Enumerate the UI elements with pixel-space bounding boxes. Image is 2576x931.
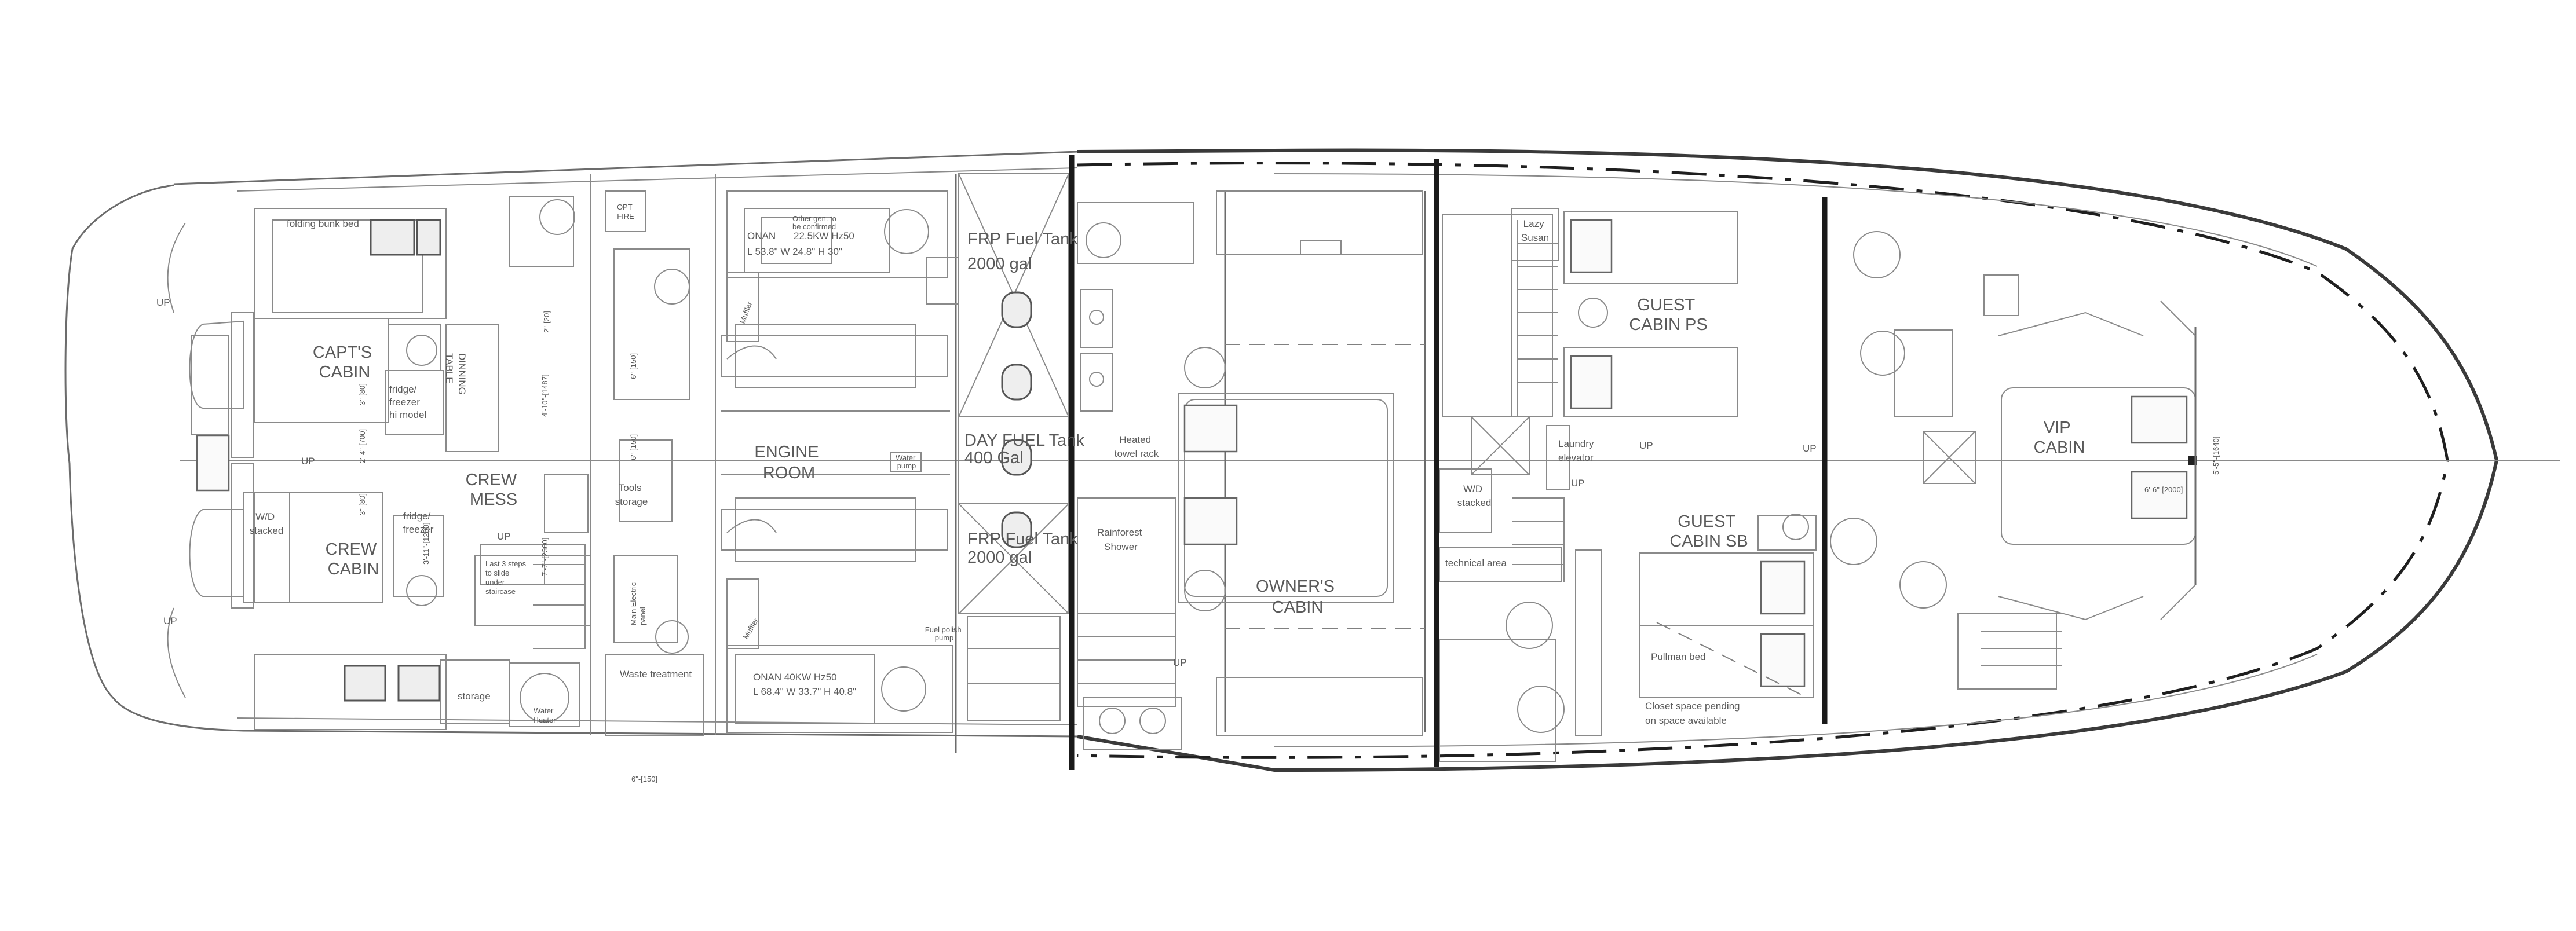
label-up: UP: [301, 456, 315, 467]
label-crew-cabin: CREW CABIN: [326, 540, 382, 578]
dim-1200: 3'-11"-[1200]: [422, 522, 430, 565]
dim-700: 2'-4"-[700]: [358, 429, 367, 463]
label-up: UP: [156, 297, 170, 308]
label-main-electric: Main Electric panel: [629, 580, 647, 625]
label-fuel-tank-bottom: FRP Fuel Tank 2000 gal: [967, 530, 1083, 567]
dim-150-top: 6"-[150]: [629, 353, 638, 379]
label-capts-cabin: CAPT'S CABIN: [313, 343, 377, 382]
crew-area: [167, 196, 591, 730]
label-vip-cabin: VIP CABIN: [2034, 419, 2085, 457]
label-fuel-polish: Fuel polish pump: [925, 625, 964, 642]
bulkheads: [590, 155, 1828, 770]
centerline: [180, 456, 2560, 465]
dim-2300: 7'-7"-[2300]: [540, 538, 549, 576]
dim-150-bottom: 6"-[150]: [631, 775, 657, 783]
dim-150-mid: 6"-[150]: [629, 434, 638, 460]
dim-1640: 5'-5"-[1640]: [2212, 437, 2220, 475]
label-laundry-elevator: Laundry elevator: [1558, 438, 1596, 463]
label-crew-mess: CREW MESS: [466, 471, 522, 509]
label-generator-bottom: ONAN 40KW Hz50 L 68.4" W 33.7" H 40.8": [753, 672, 856, 697]
dim-20-top: 2"-[20]: [542, 311, 551, 333]
dim-1487: 4'-10"-[1487]: [540, 374, 549, 417]
label-generator-top-note: Other gen. to be confirmed: [792, 214, 839, 231]
label-up: UP: [497, 531, 511, 542]
owners-suite: [1077, 190, 1425, 750]
label-folding-bunk-bed: folding bunk bed: [287, 218, 359, 229]
room-labels: folding bunk bed CAPT'S CABIN fridge/ fr…: [250, 203, 2085, 726]
dimension-labels: 2"-[20] 6"-[150] 4'-10"-[1487] 3"-[80] 2…: [358, 311, 2220, 783]
label-up: UP: [1173, 657, 1187, 668]
label-day-fuel-tank: DAY FUEL Tank 400 Gal: [964, 431, 1089, 467]
dim-2000: 6'-6"-[2000]: [2144, 485, 2183, 494]
label-up: UP: [163, 615, 177, 626]
label-fuel-tank-top: FRP Fuel Tank 2000 gal: [967, 230, 1083, 273]
label-fridge-freezer-crew: fridge/ freezer: [403, 511, 434, 535]
staircases: [533, 220, 2062, 666]
label-water-pump: Water pump: [896, 453, 918, 470]
label-wd-stacked-guest: W/D stacked: [1457, 483, 1492, 508]
engine-room: [605, 190, 1061, 736]
label-rainforest-shower: Rainforest Shower: [1097, 527, 1145, 552]
label-engine-room: ENGINE ROOM: [754, 443, 823, 482]
label-muffler-bottom: Muffler: [741, 616, 761, 640]
label-closet-note: Closet space pending on space available: [1645, 701, 1742, 726]
label-fire: OPT FIRE: [617, 203, 634, 221]
label-guest-cabin-ps: GUEST CABIN PS: [1629, 296, 1707, 334]
label-pullman-bed: Pullman bed: [1651, 651, 1706, 662]
label-generator-top: ONAN 22.5KW Hz50 L 53.8" W 24.8" H 30": [747, 230, 857, 257]
guest-cabins: [1439, 208, 1817, 762]
label-tools-storage: Tools storage: [615, 482, 648, 507]
vip-area: [1830, 231, 2197, 690]
label-water-heater: Water Heater: [533, 706, 556, 724]
label-owners-cabin: OWNER'S CABIN: [1256, 577, 1339, 617]
label-up: UP: [1639, 440, 1653, 451]
fuel-tanks: [958, 173, 1069, 614]
label-guest-cabin-sb: GUEST CABIN SB: [1669, 512, 1748, 551]
label-heated-towel-rack: Heated towel rack: [1115, 434, 1159, 459]
dim-80-low: 3"-[80]: [358, 493, 367, 515]
label-up: UP: [1571, 478, 1585, 489]
label-technical-area: technical area: [1445, 558, 1507, 569]
label-up: UP: [1803, 443, 1817, 454]
label-fridge-freezer-hi: fridge/ freezer hi model: [389, 384, 426, 420]
label-lazy-susan: Lazy Susan: [1521, 218, 1549, 243]
label-storage: storage: [458, 691, 491, 702]
label-muffler-top: Muffler: [738, 300, 754, 325]
label-waste-treatment: Waste treatment: [620, 669, 692, 680]
label-dinning-table: DINNING TABLE: [444, 353, 467, 398]
stair-up-labels: UP UP UP UP UP UP UP UP: [156, 297, 1817, 668]
dim-80: 3"-[80]: [358, 383, 367, 405]
label-last-steps: Last 3 steps to slide under staircase: [485, 559, 528, 596]
label-wd-stacked-crew: W/D stacked: [250, 511, 284, 536]
